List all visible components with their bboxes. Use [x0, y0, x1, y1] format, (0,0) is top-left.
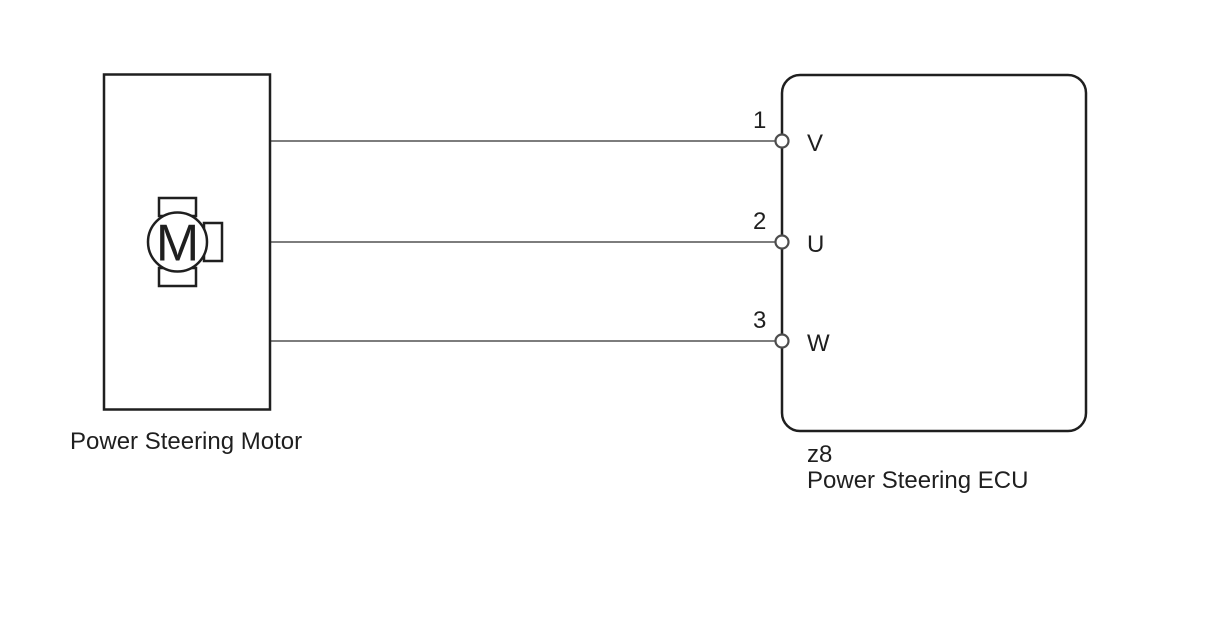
motor-symbol: M	[146, 196, 224, 288]
pin-1-terminal-letter: V	[807, 130, 823, 157]
motor-symbol-circle	[146, 211, 209, 273]
ecu-pin-2: 2 U	[753, 208, 824, 258]
pin-3-terminal-letter: W	[807, 330, 830, 357]
motor-label: Power Steering Motor	[70, 428, 302, 455]
ecu-box	[780, 73, 1088, 433]
pin-3-terminal-circle	[774, 333, 790, 349]
power-steering-motor-component: M Power Steering Motor	[70, 73, 302, 455]
power-steering-ecu-component: 1 V 2 U 3 W z8 Power Steering ECU	[753, 73, 1088, 494]
ecu-pin-1: 1 V	[753, 107, 823, 157]
ecu-connector-code: z8	[807, 441, 832, 468]
ecu-label: Power Steering ECU	[807, 467, 1028, 494]
pin-2-terminal-circle	[774, 234, 790, 250]
ecu-pin-3: 3 W	[753, 307, 830, 357]
pin-3-number: 3	[753, 307, 766, 334]
pin-2-number: 2	[753, 208, 766, 235]
pin-1-terminal-circle	[774, 133, 790, 149]
motor-symbol-letter: M	[156, 215, 199, 273]
pin-2-terminal-letter: U	[807, 231, 824, 258]
pin-1-number: 1	[753, 107, 766, 134]
